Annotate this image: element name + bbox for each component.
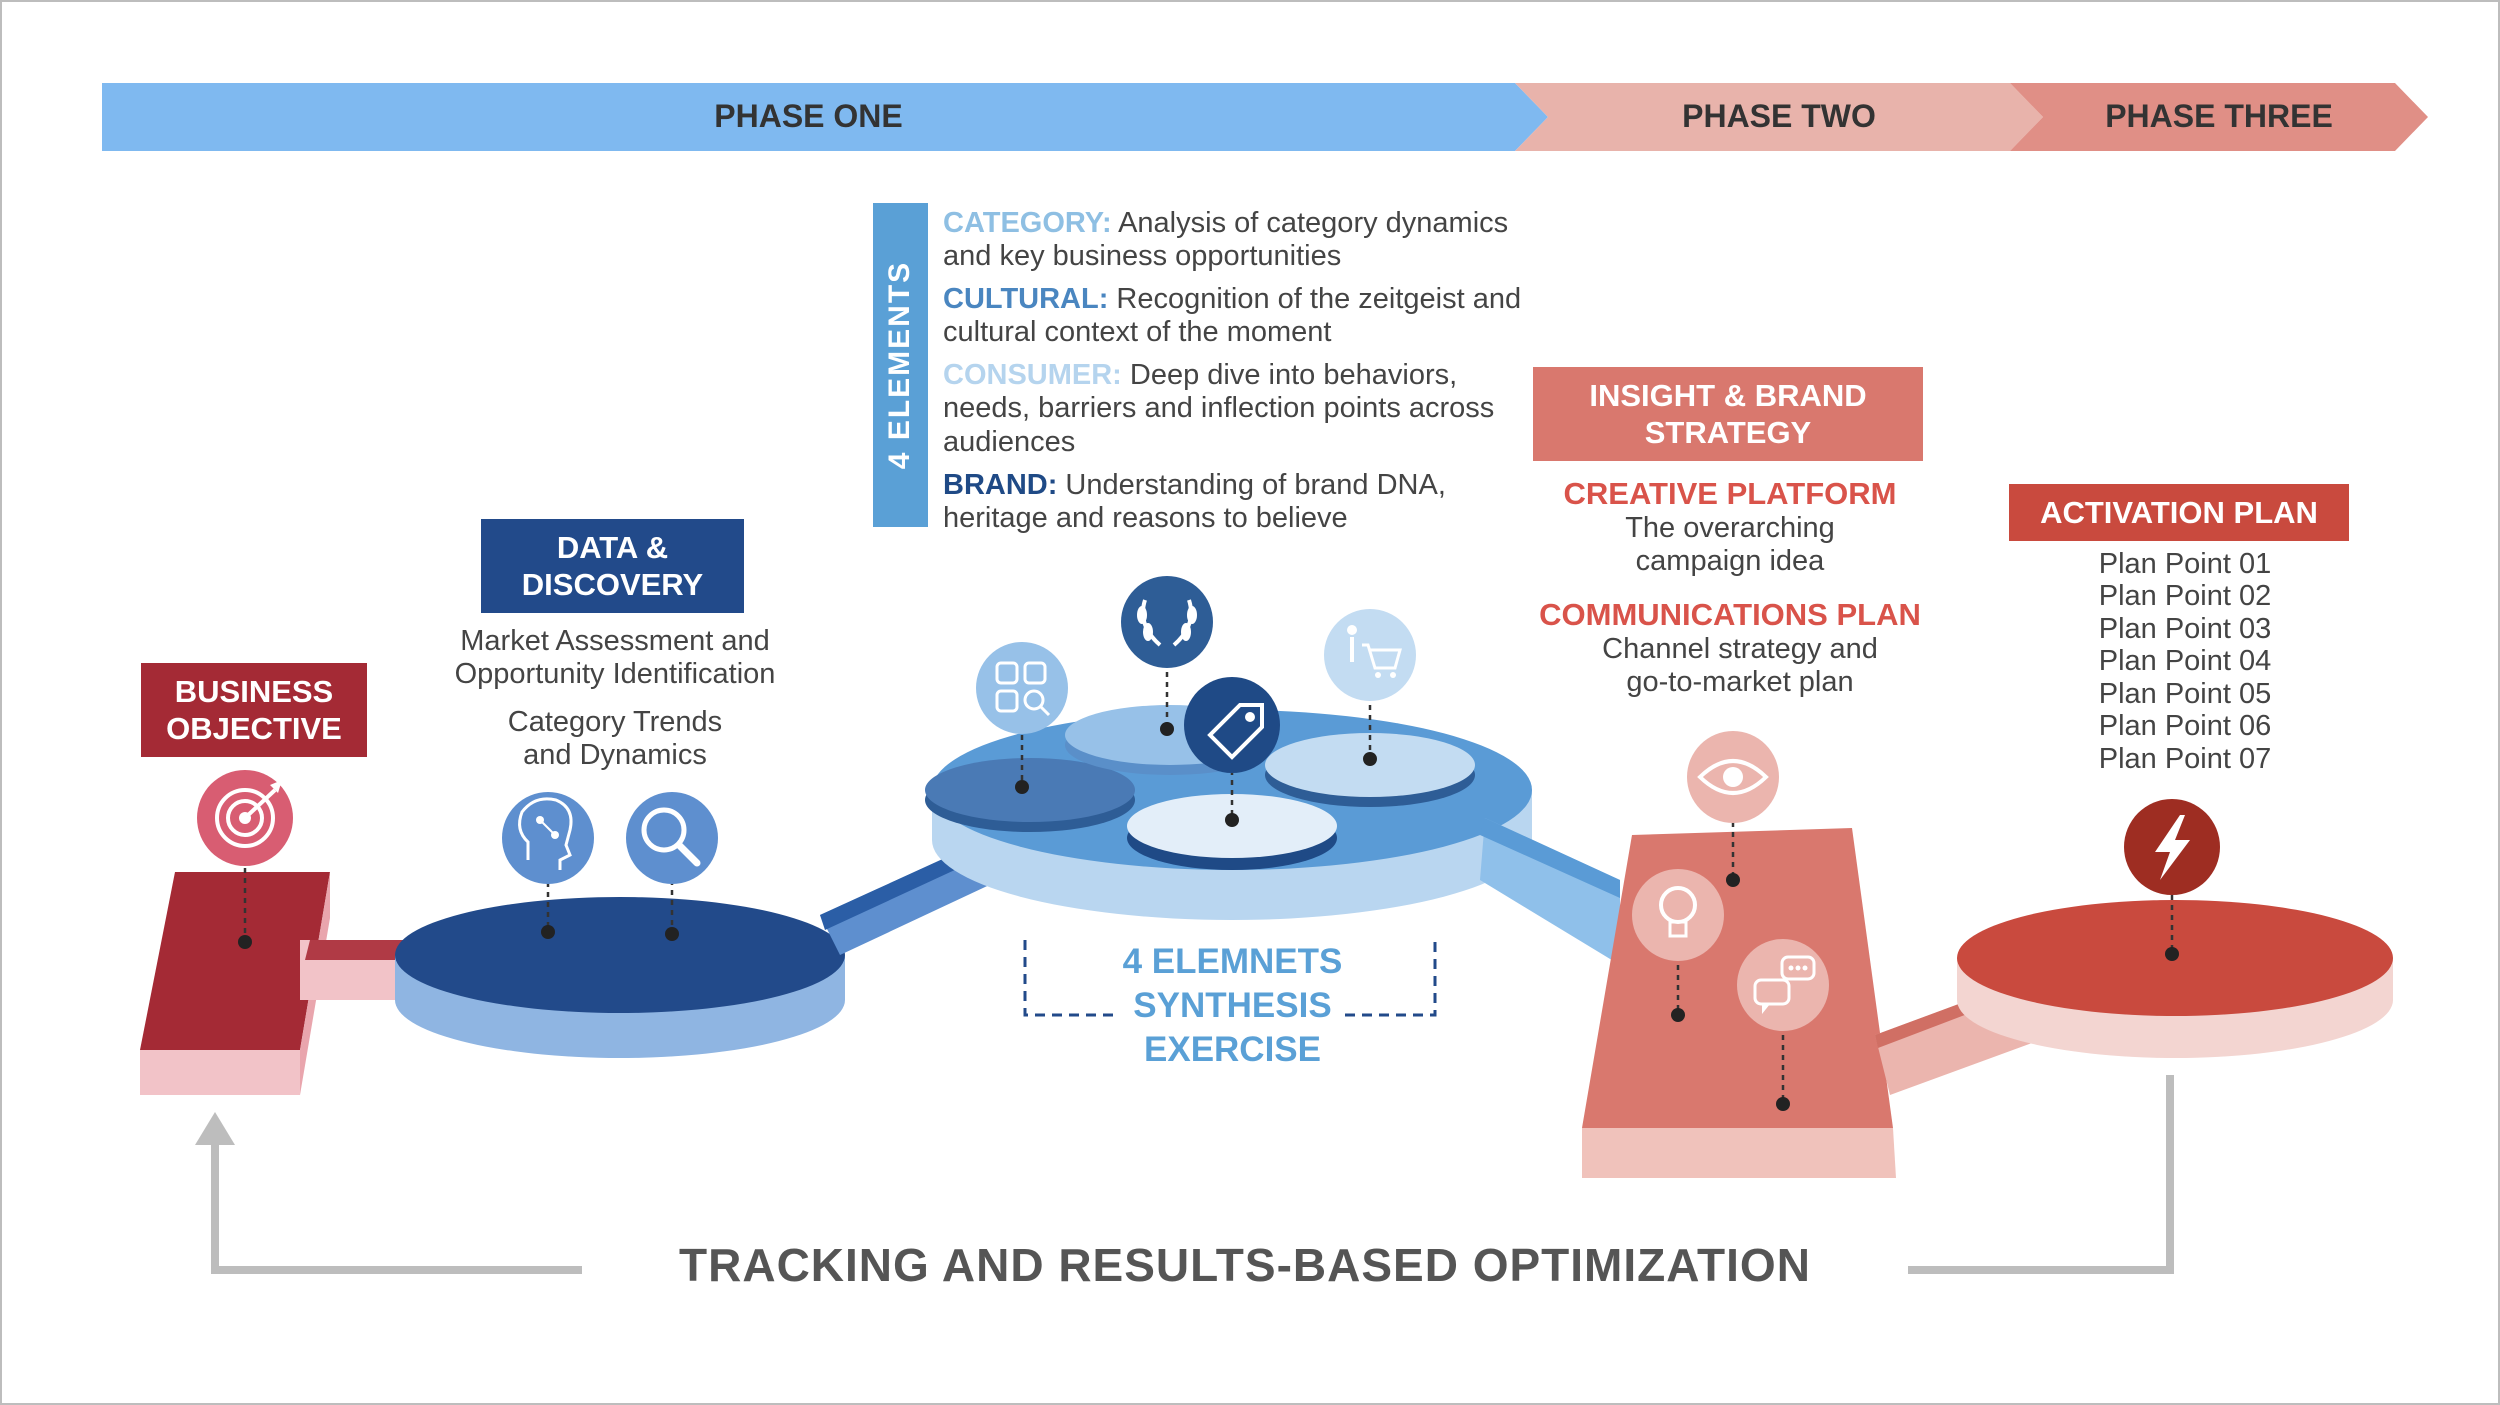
shopping-cart-icon — [1324, 609, 1416, 701]
plan-point: Plan Point 03 — [2098, 612, 2272, 645]
phase-two-bar — [1515, 83, 2043, 151]
phase-one-label: PHASE ONE — [714, 98, 903, 134]
plan-point: Plan Point 06 — [2098, 710, 2272, 743]
element-category: CATEGORY: Analysis of category dynamics … — [943, 207, 1509, 273]
element-brand: BRAND: Understanding of brand DNA, herit… — [943, 469, 1446, 535]
data-discovery-box — [481, 519, 744, 613]
laurel-icon — [1121, 576, 1213, 668]
synthesis-label: 4 ELEMNETS SYNTHESIS EXERCISE — [1122, 942, 1343, 1069]
insight-block-front — [1582, 1128, 1896, 1178]
tracking-line-left — [211, 1132, 582, 1274]
communications-plan-desc: Channel strategy and go-to-market plan — [1602, 633, 1878, 699]
tracking-line-right — [1908, 1075, 2174, 1274]
insight-strategy-label: INSIGHT & BRAND STRATEGY — [1589, 377, 1867, 450]
business-objective-label: BUSINESS OBJECTIVE — [166, 673, 342, 746]
plan-points-list: Plan Point 01 Plan Point 02 Plan Point 0… — [2040, 548, 2330, 775]
circuit-head-icon — [502, 792, 594, 884]
communications-plan-title: COMMUNICATIONS PLAN — [1539, 597, 1921, 632]
eye-icon — [1687, 731, 1779, 823]
four-elements-box — [873, 203, 928, 527]
business-objective-block-side — [140, 1050, 300, 1095]
activation-plan-label: ACTIVATION PLAN — [2040, 494, 2318, 530]
data-discovery-label: DATA & DISCOVERY — [521, 529, 704, 602]
plan-point: Plan Point 01 — [2098, 548, 2272, 580]
data-disc-top — [395, 897, 845, 1013]
activation-plan-box — [2009, 484, 2349, 541]
lightbulb-icon — [1632, 869, 1724, 961]
data-discovery-desc-2: Category Trends and Dynamics — [507, 706, 723, 772]
synthesis-bracket — [1023, 940, 1437, 1017]
lightning-icon — [2124, 799, 2220, 895]
connector-blue-2 — [1480, 818, 1620, 965]
phase-two-label: PHASE TWO — [1682, 98, 1876, 134]
chat-bubbles-icon — [1737, 939, 1829, 1031]
plan-point: Plan Point 04 — [2098, 645, 2272, 678]
tracking-title: TRACKING AND RESULTS-BASED OPTIMIZATION — [679, 1239, 1811, 1291]
pin-dots — [238, 722, 2179, 1111]
business-objective-box — [141, 663, 367, 757]
phase-three-label: PHASE THREE — [2105, 98, 2333, 134]
plan-point: Plan Point 05 — [2098, 677, 2272, 710]
insight-block-top — [1582, 828, 1893, 1128]
insight-strategy-box — [1533, 367, 1923, 461]
apps-search-icon — [976, 642, 1068, 734]
element-consumer: CONSUMER: Deep dive into behaviors, need… — [943, 359, 1495, 458]
phase-three-bar — [2010, 83, 2428, 151]
phase-one-bar — [102, 83, 1548, 151]
magnifier-icon — [626, 792, 718, 884]
plan-point: Plan Point 02 — [2098, 580, 2272, 613]
price-tag-icon — [1184, 677, 1280, 773]
four-elements-side-label: 4 ELEMENTS — [883, 260, 917, 470]
tracking-arrowhead — [195, 1112, 235, 1145]
element-cultural: CULTURAL: Recognition of the zeitgeist a… — [943, 283, 1522, 349]
business-objective-block — [140, 872, 330, 1050]
plan-point: Plan Point 07 — [2098, 742, 2272, 775]
creative-platform-desc: The overarching campaign idea — [1625, 512, 1835, 578]
target-icon — [197, 770, 293, 866]
data-discovery-desc-1: Market Assessment and Opportunity Identi… — [454, 625, 776, 691]
creative-platform-title: CREATIVE PLATFORM — [1563, 476, 1897, 511]
connector-red-top — [305, 940, 420, 960]
